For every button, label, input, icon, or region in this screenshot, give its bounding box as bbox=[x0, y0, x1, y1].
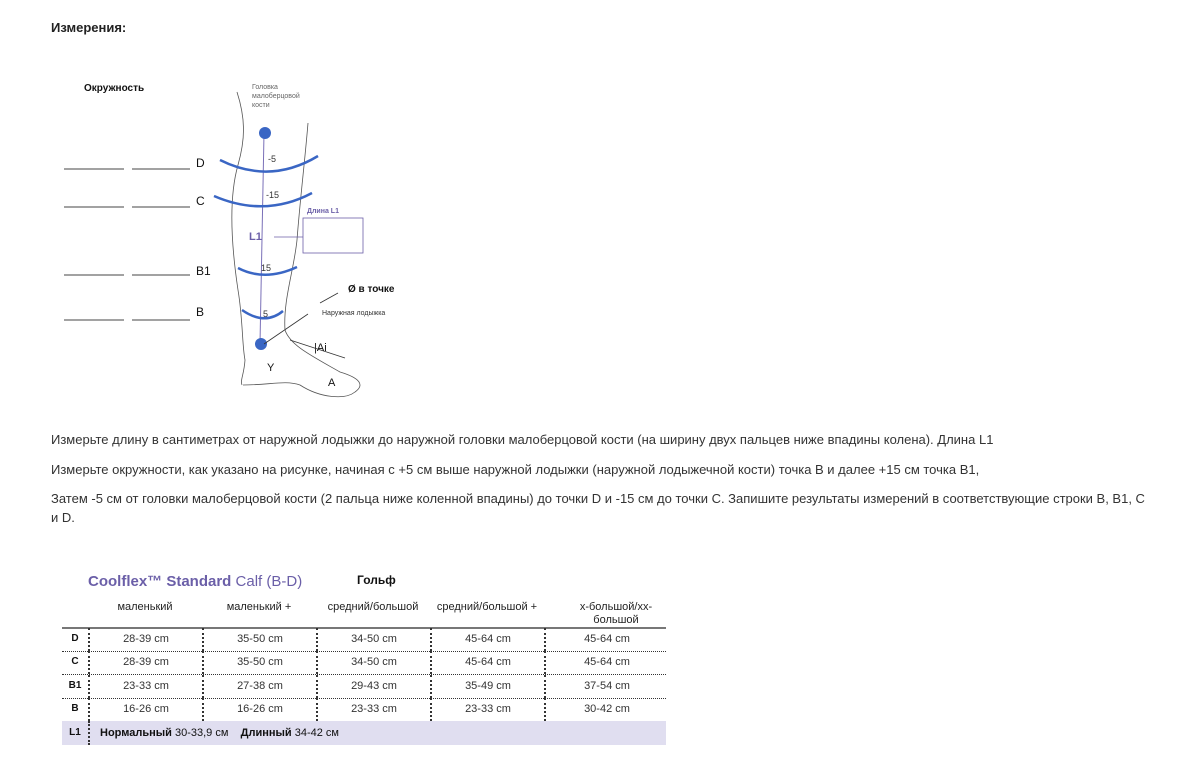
point-b-label: B bbox=[196, 305, 204, 319]
table-cell: 28-39 cm bbox=[88, 651, 202, 675]
col-header: маленький + bbox=[226, 601, 292, 613]
table-cell: 27-38 cm bbox=[202, 674, 316, 698]
ai-label: |Ai bbox=[314, 342, 327, 354]
ankle-label: Наружная лодыжка bbox=[322, 310, 385, 317]
point-b1-label: B1 bbox=[196, 264, 211, 278]
circumference-label: Окружность bbox=[84, 83, 144, 94]
instruction-paragraph-3: Затем -5 см от головки малоберцовой кост… bbox=[51, 491, 1145, 525]
point-c-label: C bbox=[196, 194, 205, 208]
table-cell: 23-33 cm bbox=[430, 697, 544, 721]
row-label: B1 bbox=[68, 679, 82, 691]
table-cell: 28-39 cm bbox=[88, 628, 202, 651]
row-label: C bbox=[71, 656, 79, 668]
product-type: Гольф bbox=[357, 573, 396, 587]
table-cell: 35-50 cm bbox=[202, 628, 316, 651]
table-cell: 35-50 cm bbox=[202, 651, 316, 675]
table-cell: 45-64 cm bbox=[544, 651, 668, 675]
l1-input-box bbox=[302, 217, 364, 254]
table-cell: 45-64 cm bbox=[430, 651, 544, 675]
mark-15: 15 bbox=[261, 263, 271, 273]
mark-minus-5: -5 bbox=[268, 154, 276, 164]
table-cell: 29-43 cm bbox=[316, 674, 430, 698]
l1-box-label: Длина L1 bbox=[307, 208, 339, 215]
mark-minus-15: -15 bbox=[266, 190, 279, 200]
answer-lines bbox=[64, 168, 190, 321]
row-label: B bbox=[71, 702, 79, 714]
fibula-head-dot bbox=[259, 127, 271, 139]
a-label: A bbox=[328, 377, 336, 389]
table-cell: 16-26 cm bbox=[202, 697, 316, 721]
table-cell: 34-50 cm bbox=[316, 628, 430, 651]
table-cell: 45-64 cm bbox=[430, 628, 544, 651]
l1-line bbox=[259, 132, 265, 345]
table-cell: 16-26 cm bbox=[88, 697, 202, 721]
row-label: D bbox=[71, 633, 79, 644]
col-header: средний/большой bbox=[327, 601, 419, 613]
ankle-dot bbox=[255, 338, 267, 350]
diameter-label: Ø в точке bbox=[348, 284, 395, 295]
table-cell: 34-50 cm bbox=[316, 651, 430, 675]
instruction-paragraph-1: Измерьте длину в сантиметрах от наружной… bbox=[51, 432, 994, 447]
table-cell: 30-42 cm bbox=[544, 697, 668, 721]
table-cell: 23-33 cm bbox=[316, 697, 430, 721]
product-title: Coolflex™ Standard Calf (B-D) bbox=[88, 573, 303, 590]
table-cell: 45-64 cm bbox=[544, 628, 668, 651]
instruction-paragraph-2: Измерьте окружности, как указано на рису… bbox=[51, 462, 980, 477]
mark-5: 5 bbox=[263, 309, 268, 319]
measurement-arcs bbox=[213, 154, 319, 320]
table-cell: 35-49 cm bbox=[430, 674, 544, 698]
l1-label: L1 bbox=[249, 231, 262, 243]
table-cell: 23-33 cm bbox=[88, 674, 202, 698]
col-header: x-большой/xx-большой bbox=[579, 601, 653, 626]
leg-outline bbox=[231, 91, 361, 398]
table-cell: 37-54 cm bbox=[544, 674, 668, 698]
point-d-label: D bbox=[196, 156, 205, 170]
col-header: маленький bbox=[117, 601, 173, 613]
col-header: средний/большой + bbox=[436, 601, 538, 613]
l1-row: L1 Нормальный 30-33,9 см Длинный 34-42 с… bbox=[62, 721, 666, 745]
y-label: Y bbox=[267, 362, 275, 374]
section-heading: Измерения: bbox=[51, 20, 127, 35]
